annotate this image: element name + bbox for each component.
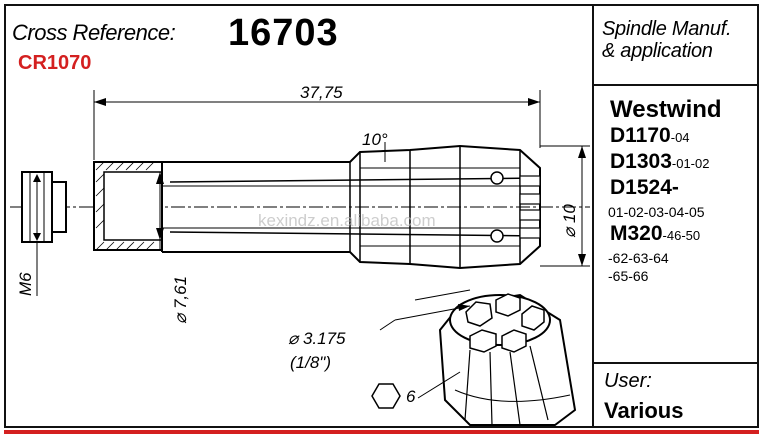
panel-divider-top: [594, 84, 759, 86]
hex-icon: [371, 383, 401, 409]
panel-title: Spindle Manuf. & application: [602, 18, 732, 62]
thread-dimension: M6: [16, 272, 35, 296]
overall-length-dimension: 37,75: [300, 83, 343, 102]
collet-nut: [21, 171, 67, 243]
user-value: Various: [604, 398, 684, 423]
outer-diameter-dimension: ⌀ 10: [560, 204, 579, 238]
hex-size-dimension: 6: [406, 387, 416, 406]
panel-title-line-2: & application: [602, 40, 713, 62]
model-variants: -62-63-64: [608, 250, 669, 266]
application-panel: Spindle Manuf. & application Westwind D1…: [592, 4, 759, 428]
model-entry: D1303-01-02: [610, 150, 710, 173]
collet-3d-view: [438, 293, 577, 426]
shank-fraction-dimension: (1/8"): [290, 353, 331, 372]
bottom-accent-strip: [4, 430, 759, 434]
panel-title-line-1: Spindle Manuf.: [602, 18, 732, 40]
user-label: User:: [604, 370, 652, 392]
shank-diameter-dimension: ⌀ 3.175: [288, 329, 346, 348]
spindle-brand: Westwind: [610, 96, 722, 123]
model-variants: -65-66: [608, 268, 649, 284]
drawing-frame: [4, 4, 759, 428]
model-entry: D1170-04: [610, 124, 690, 147]
cross-reference-number: 16703: [228, 12, 339, 54]
model-entry: M320-46-50: [610, 222, 701, 245]
product-code: CR1070: [18, 52, 92, 74]
model-variants: 01-02-03-04-05: [608, 204, 705, 220]
collet-body: [93, 144, 541, 270]
cross-reference-label: Cross Reference:: [12, 20, 176, 45]
inner-diameter-dimension: ⌀ 7,61: [171, 276, 190, 324]
model-entry: D1524-: [610, 176, 679, 199]
angle-dimension: 10°: [362, 130, 388, 149]
watermark: kexindz.en.alibaba.com: [258, 211, 436, 230]
panel-divider-bottom: [594, 362, 759, 364]
